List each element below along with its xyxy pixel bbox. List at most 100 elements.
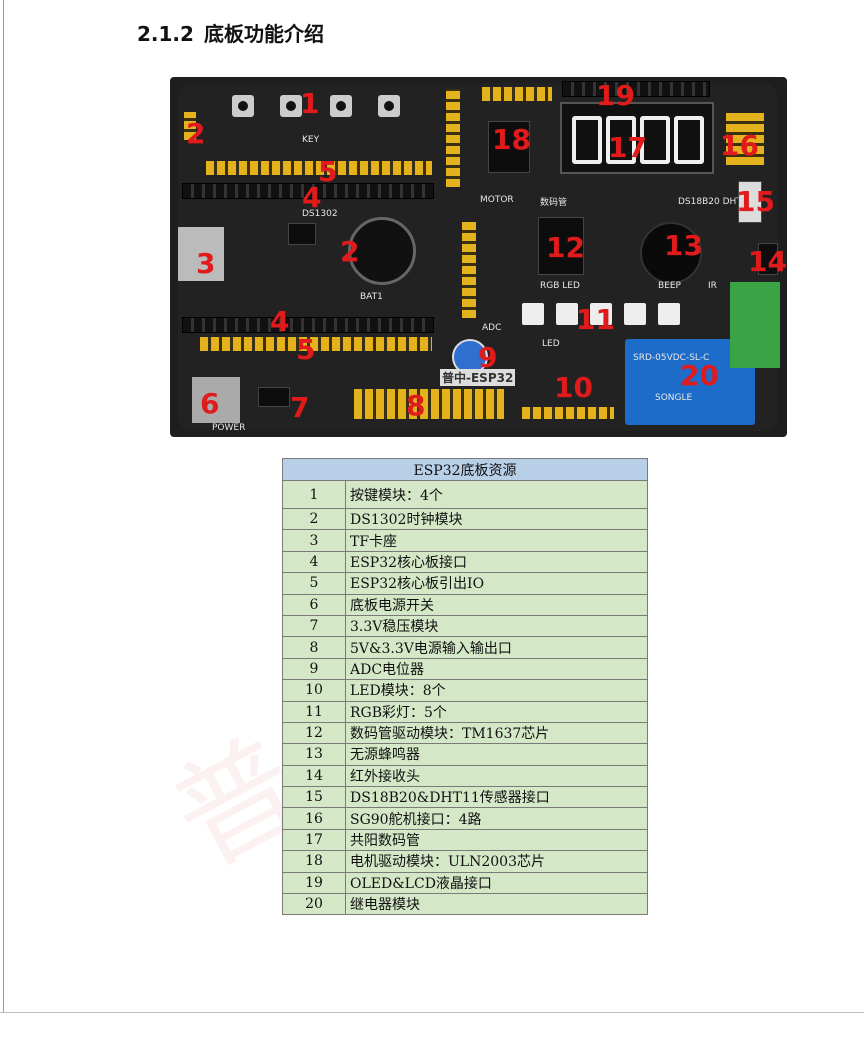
row-index: 8	[282, 636, 346, 659]
j5-header	[482, 87, 552, 101]
power-io-header	[354, 389, 504, 419]
callout-6: 6	[200, 387, 220, 420]
callout-12: 12	[546, 231, 585, 264]
seg-digit-3	[640, 116, 670, 164]
io-header-top	[206, 161, 432, 175]
servo-header	[726, 113, 764, 165]
row-description: 电机驱动模块：ULN2003芯片	[345, 850, 648, 873]
power-switch	[192, 377, 240, 423]
rtc-battery	[348, 217, 416, 285]
row-index: 10	[282, 679, 346, 702]
callout-2b: 2	[340, 235, 360, 268]
callout-19: 19	[596, 79, 635, 112]
row-index: 12	[282, 721, 346, 745]
callout-16: 16	[720, 129, 759, 162]
led-header	[522, 407, 614, 419]
silk-power: POWER	[212, 423, 246, 433]
row-description: 继电器模块	[345, 893, 648, 916]
callout-17: 17	[608, 131, 647, 164]
row-index: 18	[282, 850, 346, 873]
seven-segment-display	[560, 102, 714, 174]
silk-ir: IR	[708, 281, 717, 291]
row-index: 1	[282, 480, 346, 509]
callout-3: 3	[196, 247, 216, 280]
callout-5b: 5	[296, 333, 316, 366]
io-header-bottom	[200, 337, 432, 351]
row-description: 底板电源开关	[345, 593, 648, 616]
ir-receiver	[758, 243, 778, 275]
row-index: 6	[282, 593, 346, 616]
row-description: DS1302时钟模块	[345, 507, 648, 531]
callout-4a: 4	[302, 181, 322, 214]
silk-bat1: BAT1	[360, 292, 383, 302]
row-description: TF卡座	[345, 529, 648, 552]
page-left-border	[3, 0, 4, 1012]
row-index: 20	[282, 893, 346, 916]
key-button-4	[378, 95, 400, 117]
silk-led: LED	[542, 339, 560, 349]
seg-digit-2	[606, 116, 636, 164]
callout-7: 7	[290, 391, 310, 424]
row-index: 2	[282, 507, 346, 531]
row-description: ESP32核心板引出IO	[345, 572, 648, 595]
tf-card-slot	[178, 227, 224, 281]
row-description: ADC电位器	[345, 657, 648, 681]
table-header: ESP32底板资源	[282, 458, 648, 481]
rgb-led-2	[556, 303, 578, 325]
rgb-led-4	[624, 303, 646, 325]
key-button-3	[330, 95, 352, 117]
seg-digit-1	[572, 116, 602, 164]
callout-14: 14	[748, 245, 787, 278]
key-button-1	[232, 95, 254, 117]
row-index: 15	[282, 786, 346, 809]
row-index: 16	[282, 807, 346, 830]
callout-1: 1	[300, 87, 320, 120]
silk-relay-brand: SONGLE	[655, 393, 693, 403]
row-index: 11	[282, 700, 346, 723]
key-button-2	[280, 95, 302, 117]
callout-4b: 4	[270, 305, 290, 338]
silk-ds18b20: DS18B20 DHT11	[678, 197, 754, 207]
row-description: OLED&LCD液晶接口	[345, 871, 648, 895]
row-index: 3	[282, 529, 346, 552]
core-socket-bottom	[182, 317, 434, 333]
silk-relay-model: SRD-05VDC-SL-C	[633, 353, 710, 363]
row-description: 红外接收头	[345, 764, 648, 788]
silk-rgb: RGB LED	[540, 281, 580, 291]
rgb-led-5	[658, 303, 680, 325]
ir-header-2	[184, 112, 196, 140]
row-index: 14	[282, 764, 346, 788]
row-index: 19	[282, 871, 346, 895]
row-description: LED模块：8个	[345, 679, 648, 702]
row-description: RGB彩灯：5个	[345, 700, 648, 723]
oled-lcd-socket	[562, 81, 710, 97]
row-description: 数码管驱动模块：TM1637芯片	[345, 721, 648, 745]
callout-11: 11	[576, 303, 615, 336]
rgb-led-3	[590, 303, 612, 325]
callout-2a: 2	[186, 117, 206, 150]
rgb-led-1	[522, 303, 544, 325]
callout-18: 18	[492, 123, 531, 156]
callout-8: 8	[406, 389, 426, 422]
page-bottom-border	[0, 1012, 864, 1013]
sensor-socket	[738, 181, 762, 223]
buzzer	[640, 222, 702, 284]
callout-15: 15	[736, 185, 775, 218]
row-index: 13	[282, 743, 346, 766]
